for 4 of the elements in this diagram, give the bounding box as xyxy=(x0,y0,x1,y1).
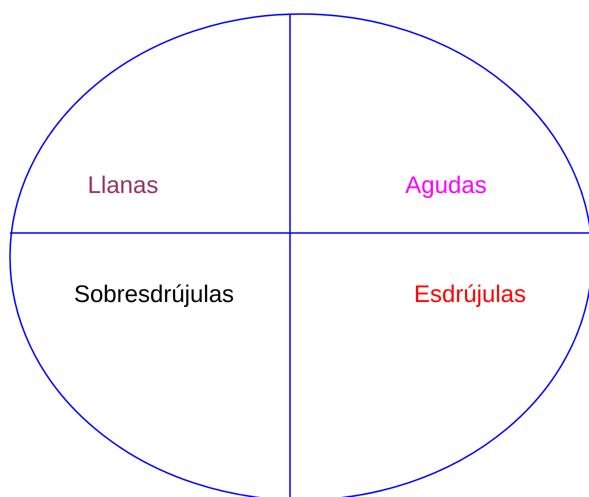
quadrant-label: Llanas xyxy=(88,172,158,200)
quadrant-label: Esdrújulas xyxy=(414,281,526,309)
quadrant-label: Sobresdrújulas xyxy=(74,281,234,309)
quadrant-label: Agudas xyxy=(405,172,487,200)
